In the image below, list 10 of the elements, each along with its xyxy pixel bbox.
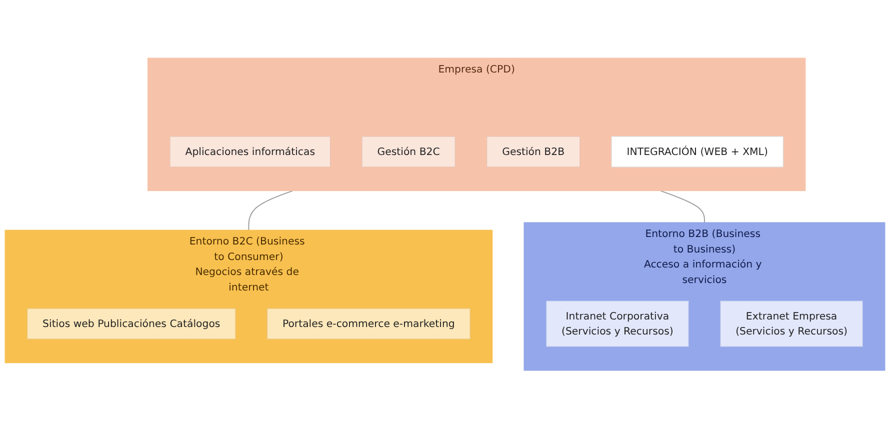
node-box: Sitios web Publicaciónes Catálogos bbox=[27, 308, 236, 340]
node-box: Intranet Corporativa (Servicios y Recursos) bbox=[546, 300, 689, 347]
node-box: Gestión B2C bbox=[362, 136, 456, 168]
connector bbox=[248, 190, 294, 230]
node-box: Extranet Empresa (Servicios y Recursos) bbox=[720, 300, 863, 347]
node-box: INTEGRACIÓN (WEB + XML) bbox=[611, 136, 784, 168]
node-box: Gestión B2B bbox=[486, 136, 580, 168]
node-box: Aplicaciones informáticas bbox=[170, 136, 331, 168]
node-box: Portales e-commerce e-marketing bbox=[266, 308, 470, 340]
connector bbox=[660, 190, 705, 223]
